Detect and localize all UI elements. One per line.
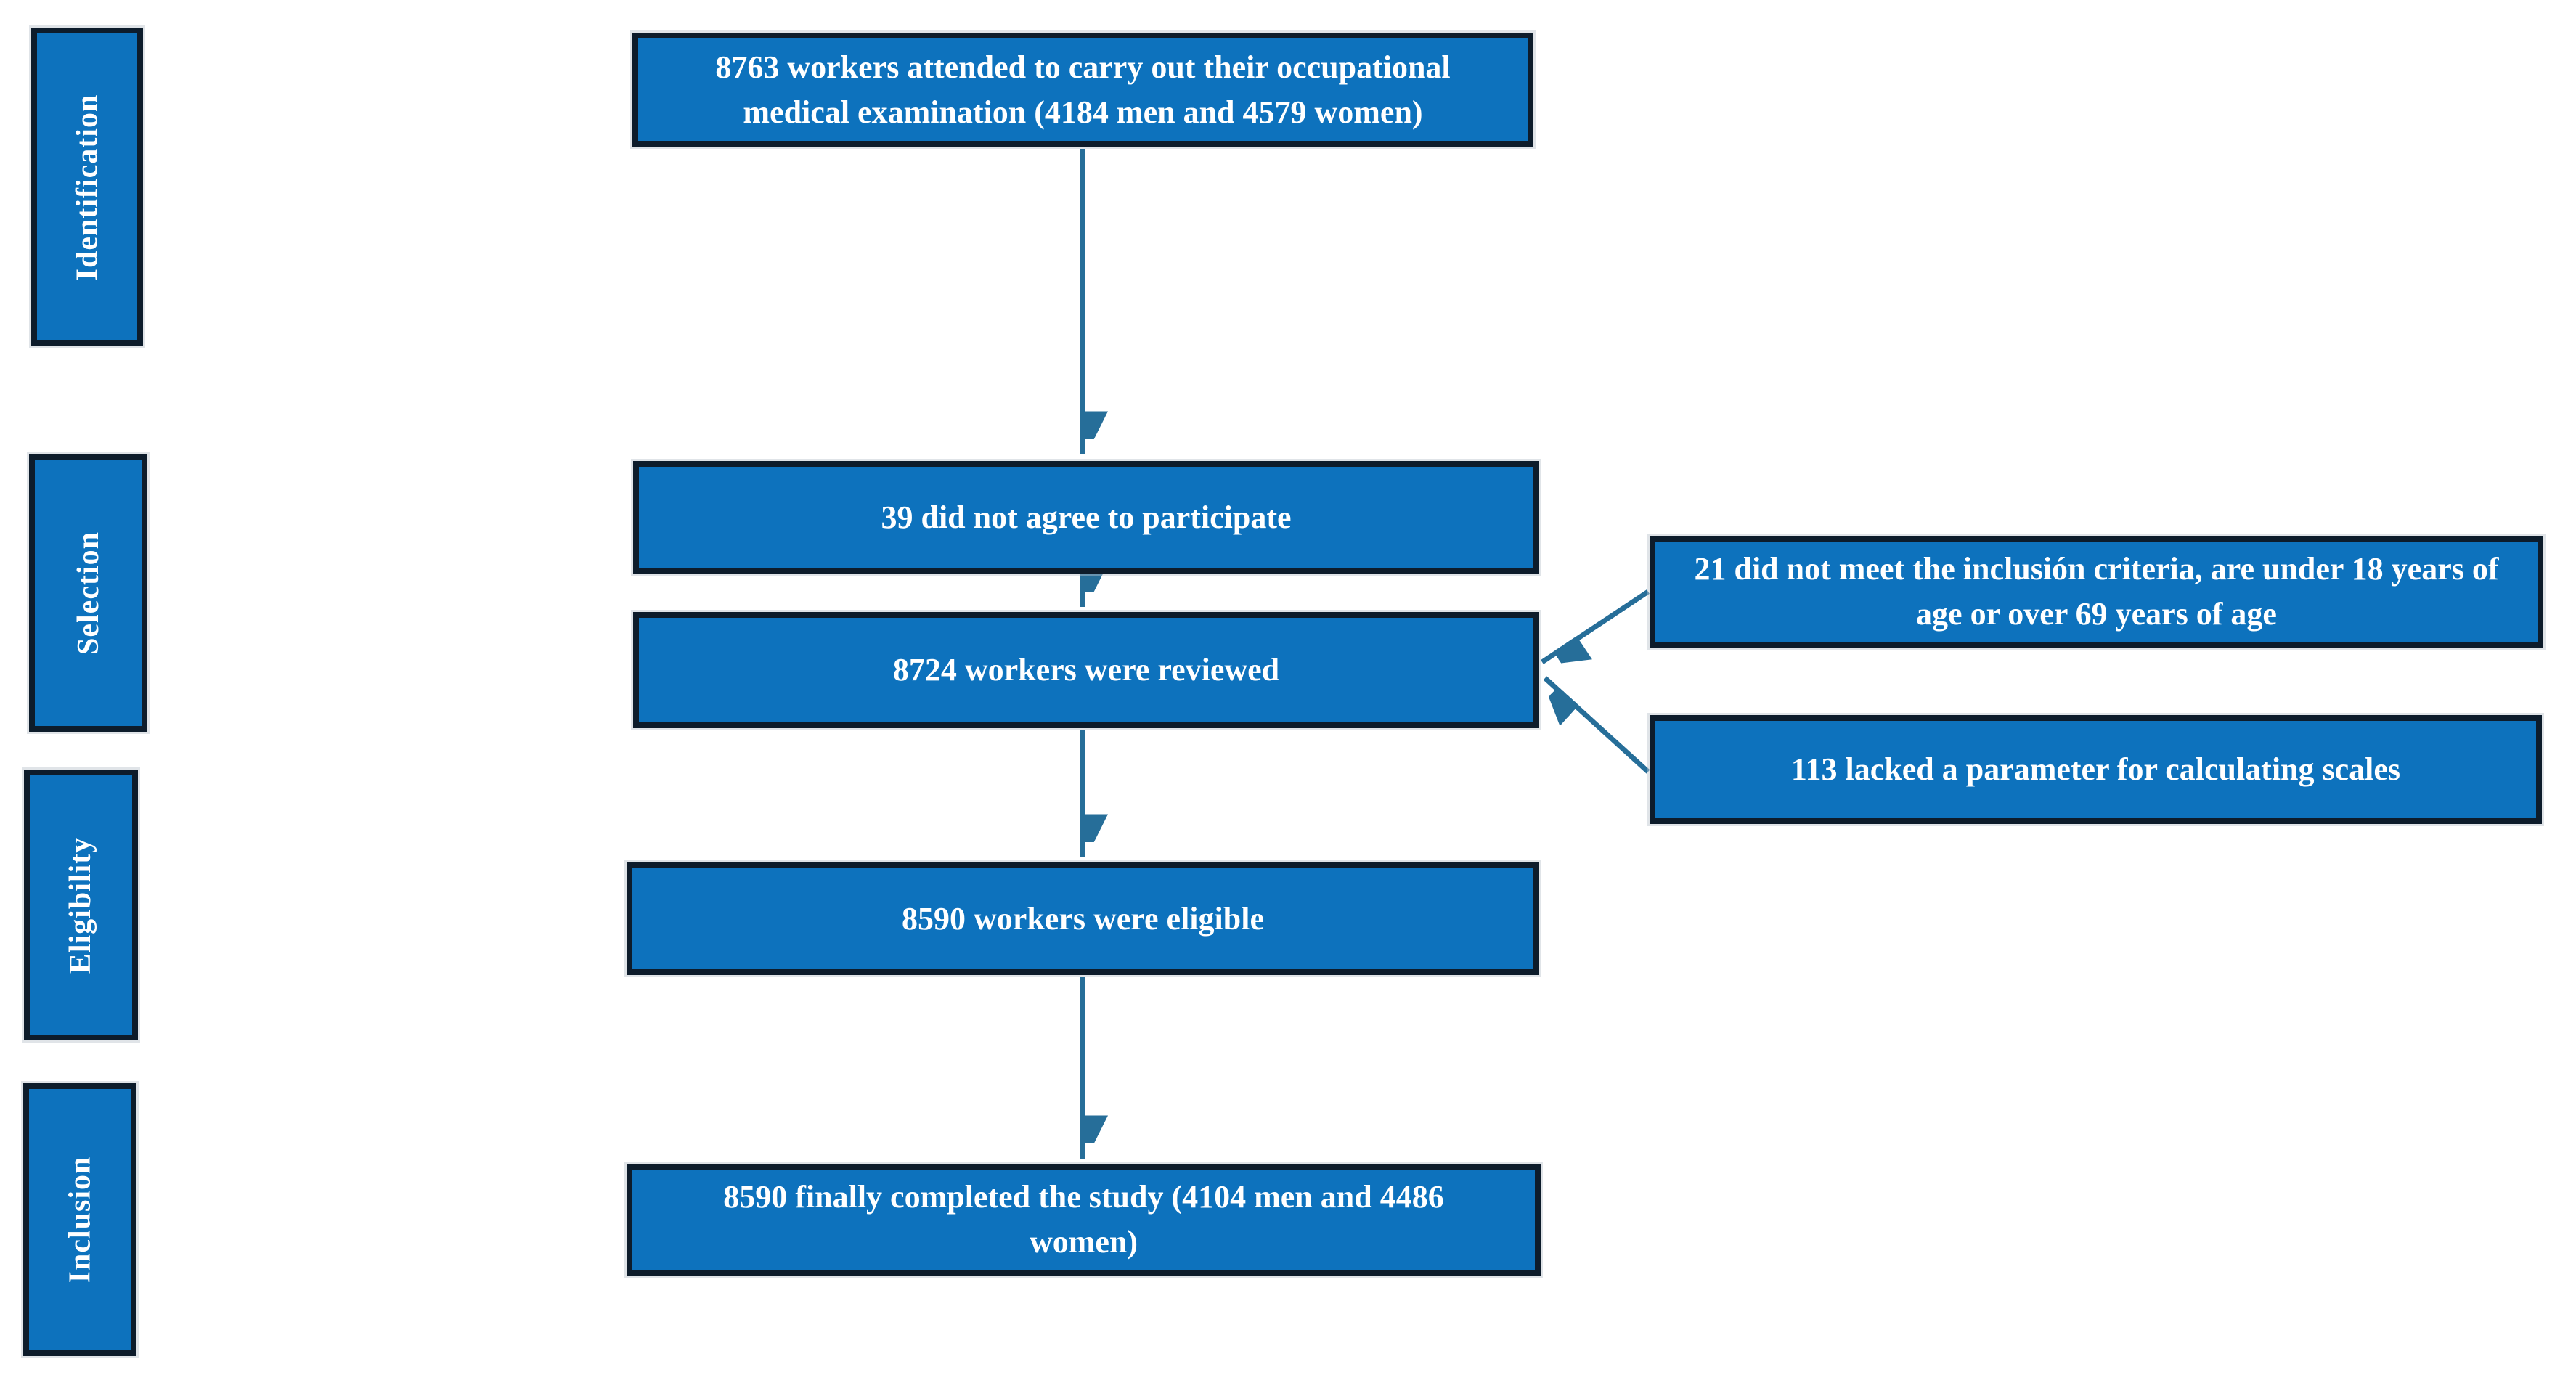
- flow-box-eligible-line1: 8590 workers were eligible: [902, 900, 1264, 937]
- flow-box-attended-line1: 8763 workers attended to carry out their…: [715, 49, 1451, 85]
- flow-box-reviewed: 8724 workers were reviewed: [633, 612, 1539, 728]
- stage-eligibility-label: Eligibility: [64, 836, 98, 974]
- side-box-inclusion-criteria-line1: 21 did not meet the inclusión criteria, …: [1694, 551, 2499, 587]
- stage-inclusion-label: Inclusion: [63, 1156, 97, 1284]
- flow-box-completed-line2: women): [1029, 1224, 1138, 1260]
- side-box-inclusion-criteria-line2: age or over 69 years of age: [1916, 596, 2277, 632]
- flow-box-completed: 8590 finally completed the study (4104 m…: [627, 1164, 1541, 1276]
- flow-box-reviewed-line1: 8724 workers were reviewed: [892, 652, 1280, 688]
- stage-identification-label: Identification: [70, 94, 105, 280]
- flow-box-eligible: 8590 workers were eligible: [627, 862, 1539, 975]
- side-box-lacked-parameter: 113 lacked a parameter for calculating s…: [1650, 715, 2542, 824]
- flow-box-attended: 8763 workers attended to carry out their…: [632, 33, 1533, 147]
- side-box-lacked-parameter-line1: 113 lacked a parameter for calculating s…: [1790, 751, 2401, 787]
- flow-box-not-agree: 39 did not agree to participate: [633, 461, 1539, 574]
- stage-eligibility: Eligibility: [24, 770, 138, 1040]
- arrow-lacked-parameter-to-reviewed: [1545, 676, 1650, 774]
- side-box-inclusion-criteria: 21 did not meet the inclusión criteria, …: [1650, 536, 2543, 648]
- flow-box-completed-line1: 8590 finally completed the study (4104 m…: [723, 1179, 1444, 1215]
- flow-box-not-agree-line1: 39 did not agree to participate: [881, 499, 1292, 535]
- stage-identification: Identification: [31, 28, 143, 346]
- stage-selection-label: Selection: [71, 531, 105, 655]
- stage-inclusion: Inclusion: [23, 1083, 136, 1356]
- stage-selection: Selection: [29, 454, 147, 732]
- arrow-inclusion-criteria-to-reviewed: [1541, 589, 1650, 662]
- flow-box-attended-line2: medical examination (4184 men and 4579 w…: [743, 94, 1423, 130]
